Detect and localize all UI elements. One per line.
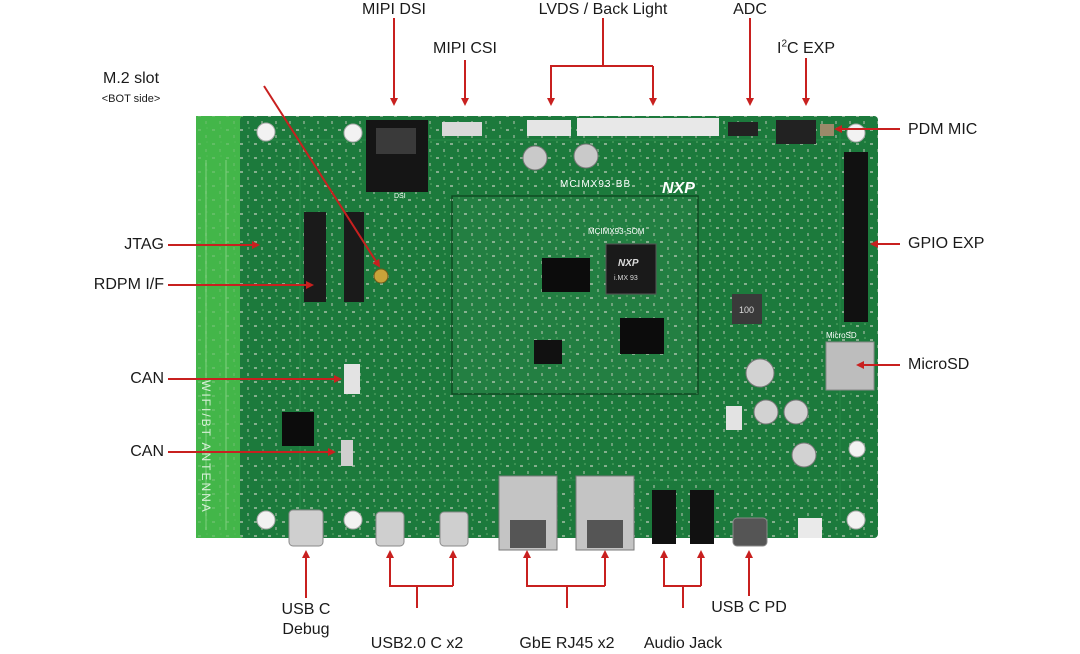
board-silkscreen: MCIMX93-BB NXP MCIMX93-SOM NXP i.MX 93 1…	[199, 179, 857, 514]
inductor	[732, 294, 762, 324]
usb2-port-1	[375, 511, 405, 547]
label-can-1: CAN	[130, 370, 164, 387]
label-mipi-dsi: MIPI DSI	[361, 1, 427, 18]
cap-1	[522, 145, 548, 171]
baseboard-id: MCIMX93-BB	[560, 179, 631, 190]
usb2-port-2	[439, 511, 469, 547]
usb-c-pd-port	[732, 517, 768, 547]
backlight-connector	[577, 118, 719, 136]
callout-arrows	[168, 18, 900, 608]
usb-debug-ic	[282, 412, 314, 446]
soc-name: i.MX 93	[614, 275, 638, 282]
label-usb2-c-x2: USB2.0 C x2	[370, 635, 464, 652]
gpio-header	[844, 152, 868, 322]
som-module	[451, 195, 699, 395]
cap-3	[745, 358, 775, 388]
label-gpio-exp: GPIO EXP	[908, 235, 985, 252]
som-id: MCIMX93-SOM	[588, 227, 645, 236]
label-jtag: JTAG	[124, 236, 164, 253]
label-i2c-exp: I2C EXP	[776, 38, 836, 57]
antenna-text: WIFI/BT ANTENNA	[199, 380, 213, 514]
label-audio-jack: Audio Jack	[643, 635, 723, 652]
can-connector-1	[344, 364, 360, 394]
can-connector-2	[341, 440, 353, 466]
label-m2-slot-sub: <BOT side>	[101, 93, 161, 105]
lvds-connector	[527, 120, 571, 136]
adc-header	[728, 122, 758, 136]
pdm-mic-part	[820, 124, 834, 136]
rj45-port-2	[575, 475, 635, 551]
label-usb-c-pd: USB C PD	[711, 599, 787, 616]
label-pdm-mic: PDM MIC	[908, 121, 978, 138]
pmic-chip	[620, 318, 664, 354]
label-can-2: CAN	[130, 443, 164, 460]
i2c-header	[776, 120, 816, 144]
microsd-silk: MicroSD	[826, 331, 857, 340]
mipi-csi-connector	[442, 122, 482, 136]
board-components	[282, 118, 875, 551]
label-m2-slot: M.2 slot	[102, 70, 160, 87]
label-rdpm-if: RDPM I/F	[93, 276, 164, 293]
label-gbe-rj45-x2: GbE RJ45 x2	[519, 635, 615, 652]
label-mipi-csi: MIPI CSI	[432, 40, 498, 57]
jtag-header	[304, 212, 326, 302]
ddr-chip	[542, 258, 590, 292]
label-lvds-backlight: LVDS / Back Light	[538, 1, 668, 18]
label-usb-c-debug-1: USB C	[281, 601, 331, 618]
vendor-logo: NXP	[662, 180, 695, 197]
m2-standoff	[373, 268, 389, 284]
audio-jack-2	[690, 490, 714, 544]
usb-c-debug-port	[288, 509, 324, 547]
audio-jack-1	[652, 490, 676, 544]
dsi-silk: DSI	[394, 193, 406, 200]
label-adc: ADC	[733, 1, 767, 18]
soc-chip	[605, 243, 657, 295]
cap-2	[573, 143, 599, 169]
soc-logo: NXP	[618, 258, 639, 269]
label-microsd: MicroSD	[908, 356, 970, 373]
label-usb-c-debug-2: Debug	[282, 621, 330, 638]
inductor-mark: 100	[739, 305, 754, 315]
